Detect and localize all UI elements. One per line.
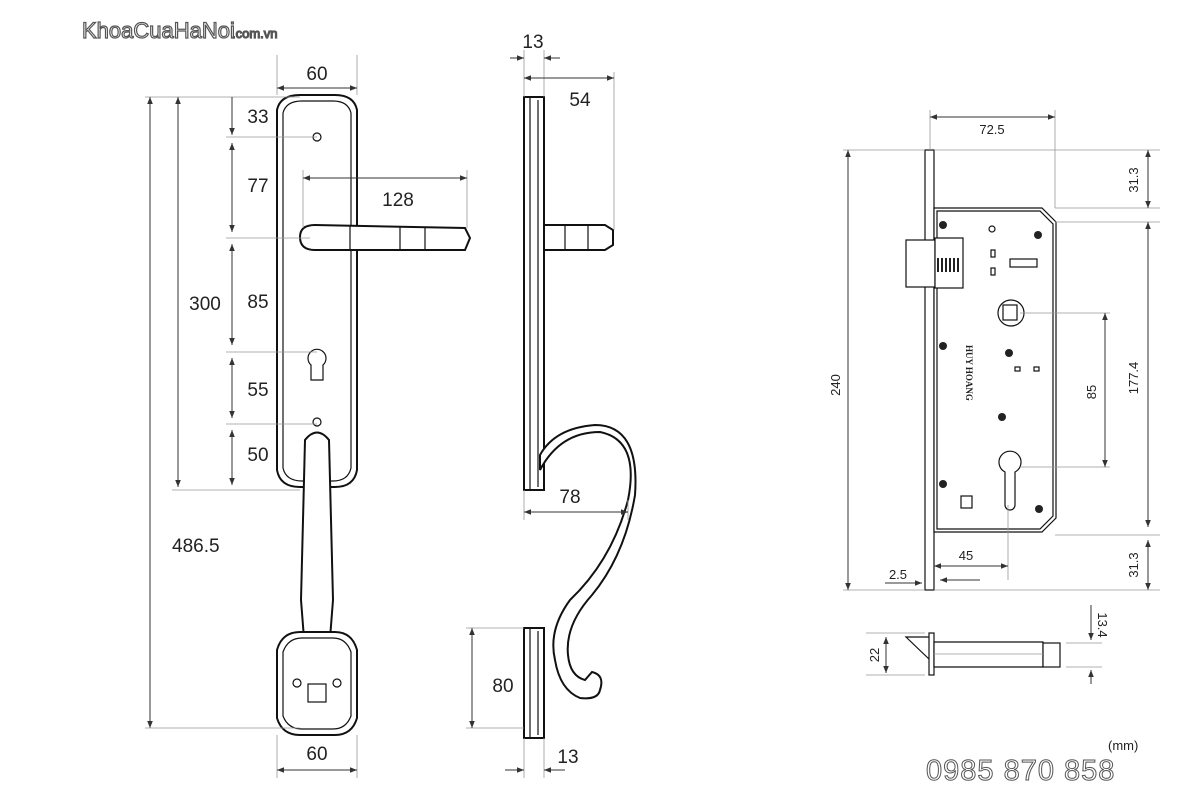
svg-text:31.3: 31.3	[1126, 552, 1141, 577]
svg-text:13: 13	[557, 747, 578, 768]
svg-text:33: 33	[247, 107, 268, 128]
svg-text:KhoaCuaHaNoi: KhoaCuaHaNoi	[82, 18, 235, 43]
svg-text:13: 13	[522, 32, 543, 53]
svg-text:60: 60	[306, 64, 327, 85]
side-view-handle	[523, 96, 637, 739]
latch-dimensions: 22 13.4	[866, 605, 1110, 684]
phone-number-watermark: 0985 870 858	[926, 755, 1115, 787]
svg-text:72.5: 72.5	[979, 122, 1004, 137]
svg-text:54: 54	[569, 90, 591, 111]
mortise-lock-body: HUY HOANG	[905, 149, 1057, 591]
svg-text:22: 22	[867, 648, 882, 662]
lock-brand-logo: HUY HOANG	[964, 345, 974, 401]
front-view-handle	[276, 94, 472, 736]
svg-text:55: 55	[247, 380, 268, 401]
svg-text:85: 85	[1084, 385, 1099, 399]
svg-text:85: 85	[247, 292, 268, 313]
svg-text:13.4: 13.4	[1095, 612, 1110, 637]
svg-text:177.4: 177.4	[1126, 362, 1141, 395]
svg-text:2.5: 2.5	[889, 567, 907, 582]
svg-text:128: 128	[382, 190, 414, 211]
lock-body-dimensions: 72.5 240 31.3 177.4 85 31.3 45 2.5	[828, 110, 1160, 591]
front-view-dimensions: 60 486.5 300 33 77 85 55 50 128 60	[145, 55, 468, 778]
svg-text:.com.vn: .com.vn	[232, 26, 278, 41]
svg-text:60: 60	[306, 744, 327, 765]
latch-bolt-view	[904, 632, 1061, 676]
svg-text:80: 80	[492, 676, 513, 697]
watermark-logo: KhoaCuaHaNoi .com.vn	[81, 17, 278, 43]
svg-text:300: 300	[189, 294, 221, 315]
svg-text:486.5: 486.5	[172, 536, 220, 557]
svg-text:31.3: 31.3	[1126, 167, 1141, 192]
svg-text:78: 78	[559, 487, 580, 508]
svg-text:77: 77	[247, 176, 268, 197]
svg-text:45: 45	[959, 548, 973, 563]
svg-text:50: 50	[247, 445, 268, 466]
side-view-dimensions: 13 54 78 80 13	[466, 32, 629, 778]
unit-label: (mm)	[1108, 738, 1138, 753]
svg-text:240: 240	[828, 374, 843, 396]
